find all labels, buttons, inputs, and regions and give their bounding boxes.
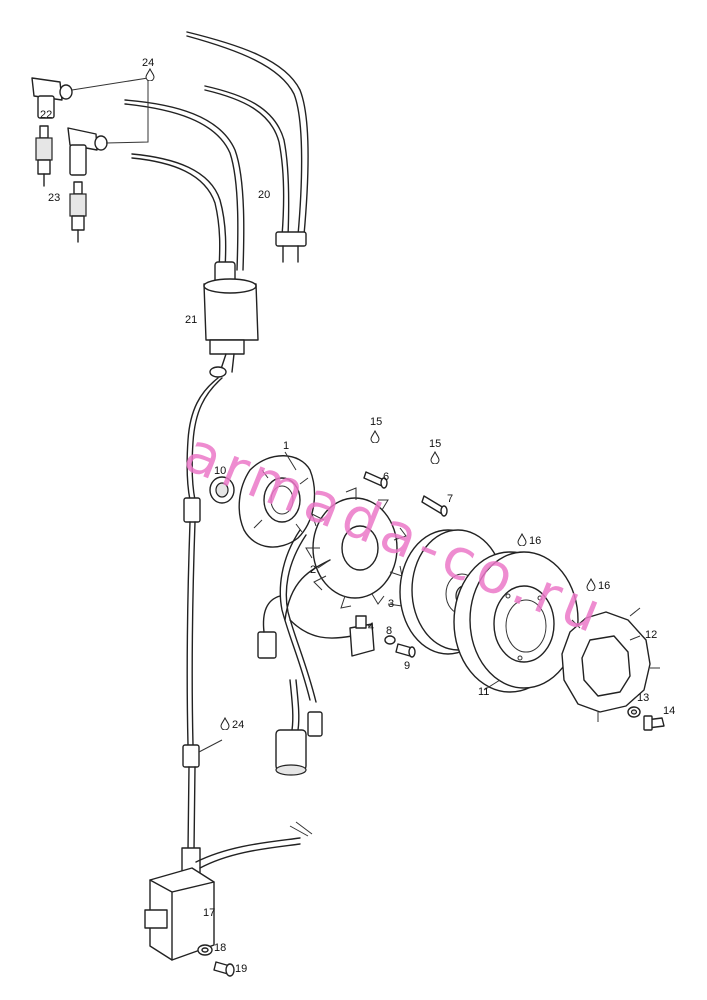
connector-round (275, 729, 307, 771)
wire-connector-lower (182, 744, 200, 768)
callout-13: 13 (637, 692, 650, 704)
callout-10: 10 (214, 465, 227, 477)
connector-left (257, 631, 277, 659)
drop-icon (517, 533, 527, 546)
drop-icon (370, 430, 380, 443)
callout-4: 4 (368, 621, 375, 633)
callout-18: 18 (214, 942, 227, 954)
stator-plate-1 (238, 455, 316, 548)
callout-11: 11 (478, 686, 490, 698)
callout-15-left: 15 (370, 416, 383, 428)
callout-24-mid: 24 (232, 719, 245, 731)
cdi-ground-wire (195, 837, 301, 869)
cdi-module-17 (144, 847, 215, 961)
drop-icon (145, 68, 155, 81)
callout-21: 21 (185, 314, 198, 326)
coil-wire (186, 377, 219, 501)
callout-16-top: 16 (529, 535, 542, 547)
ignition-coil-21 (203, 261, 259, 378)
drop-icon (220, 717, 230, 730)
grommet-10 (209, 476, 235, 504)
trigger-coil-4 (349, 615, 375, 657)
callout-16-right: 16 (598, 580, 611, 592)
spark-plug-cap-22 (31, 77, 73, 119)
callout-23: 23 (48, 192, 61, 204)
starter-cup-12 (561, 607, 660, 722)
spark-plug-23 (35, 125, 53, 187)
washer-8 (384, 635, 396, 645)
callout-19: 19 (235, 963, 248, 975)
callout-9: 9 (404, 660, 411, 672)
spark-plug-23b (69, 181, 87, 243)
callout-2: 2 (310, 564, 317, 576)
spark-plug-cap-22b (67, 127, 108, 176)
callout-22: 22 (40, 109, 53, 121)
drop-icon (430, 451, 440, 464)
callout-12: 12 (645, 629, 658, 641)
callout-1: 1 (283, 440, 290, 452)
callout-14: 14 (663, 705, 676, 717)
flywheel-11 (453, 551, 579, 693)
wire-connector-upper (183, 497, 201, 523)
callout-8: 8 (386, 625, 393, 637)
callout-6: 6 (383, 471, 390, 483)
callout-3: 3 (388, 598, 395, 610)
leader-24-top (71, 77, 149, 144)
connector-right (307, 711, 323, 737)
callout-7: 7 (447, 493, 454, 505)
callout-20: 20 (258, 189, 271, 201)
hv-wire-group (124, 31, 309, 271)
callout-15-right: 15 (429, 438, 442, 450)
callout-17: 17 (203, 907, 216, 919)
stator-coil-2 (305, 487, 407, 609)
callout-24-top: 24 (142, 57, 155, 69)
drop-icon (586, 578, 596, 591)
